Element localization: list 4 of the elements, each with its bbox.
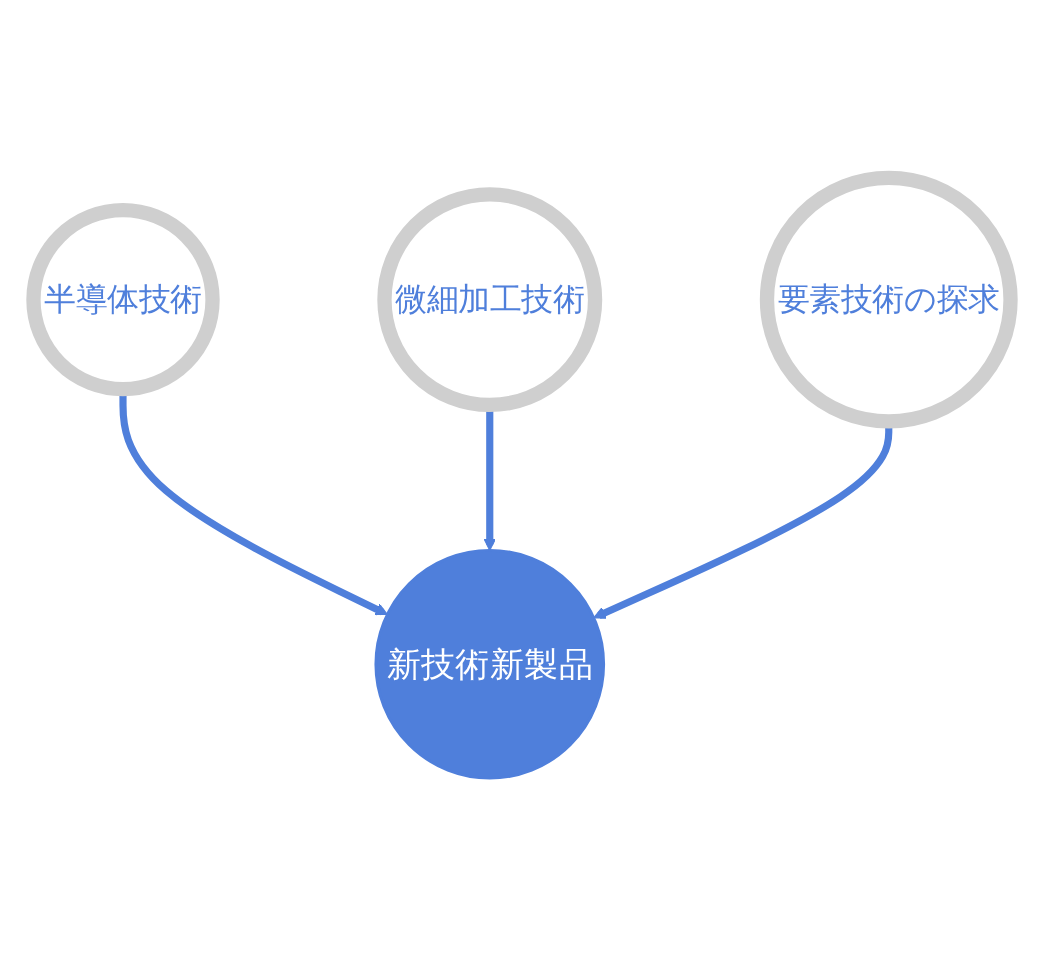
node-circle: 新技術新製品 [374, 548, 606, 780]
node-circle: 微細加工技術 [377, 187, 603, 413]
node-circle: 要素技術の探求 [759, 170, 1018, 429]
node-circle: 半導体技術 [26, 202, 220, 397]
